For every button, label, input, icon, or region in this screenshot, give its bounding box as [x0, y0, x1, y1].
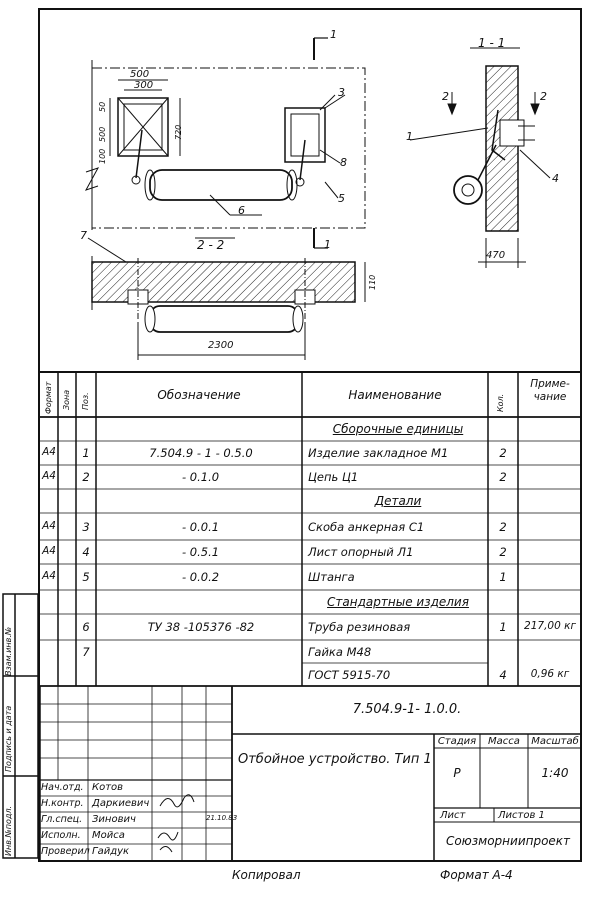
row-name: Цепь Ц1 — [308, 470, 359, 484]
row-format: А4 — [42, 519, 56, 532]
stage-value: Р — [453, 766, 461, 780]
row-note: 0,96 кг — [530, 667, 570, 680]
callout-2-right: 2 — [540, 90, 547, 103]
plan-view — [87, 237, 366, 360]
section-2-2-label: 2 - 2 — [197, 238, 225, 252]
staff-role: Проверил — [41, 846, 90, 857]
sheets-label: Листов 1 — [498, 810, 545, 821]
callout-1-top: 1 — [330, 28, 337, 41]
row-designation: - 0.0.2 — [182, 570, 220, 584]
document-code: 7.504.9-1- 1.0.0. — [352, 702, 462, 717]
row-designation: - 0.1.0 — [182, 470, 220, 484]
row-format: А4 — [42, 446, 56, 458]
row-designation: - 0.0.1 — [182, 519, 220, 534]
stage-label: Стадия — [437, 736, 477, 747]
section-header: Детали — [374, 494, 422, 508]
row-name: Скоба анкерная С1 — [308, 519, 425, 534]
row-note: 217,00 кг — [524, 620, 576, 632]
row-format: А4 — [42, 545, 56, 557]
callout-5: 5 — [338, 192, 345, 205]
staff-name: Гайдук — [92, 846, 130, 857]
row-name: Штанга — [308, 570, 355, 584]
callout-1-bottom: 1 — [324, 238, 331, 251]
elevation-view — [84, 37, 366, 249]
dim-470: 470 — [486, 250, 506, 261]
section-header: Стандартные изделия — [327, 595, 469, 609]
staff-name: Котов — [92, 782, 124, 793]
staff-role: Исполн. — [41, 830, 81, 841]
dim-2300: 2300 — [208, 340, 234, 351]
callout-7: 7 — [80, 229, 87, 242]
staff-name: Зинович — [92, 814, 136, 825]
row-quantity: 4 — [499, 667, 507, 682]
scale-value: 1:40 — [541, 766, 569, 780]
row-position: 1 — [82, 446, 90, 460]
callout-3: 3 — [338, 86, 345, 99]
section-header: Сборочные единицы — [332, 422, 464, 436]
header-name: Наименование — [348, 388, 442, 402]
technical-drawing — [40, 37, 582, 373]
staff-role: Гл.спец. — [41, 814, 83, 825]
drawing-frame — [38, 8, 582, 862]
row-name: Гайка М48 — [308, 644, 372, 659]
sheet-label: Лист — [440, 810, 466, 821]
header-note: Приме-чание — [530, 378, 570, 403]
row-format: А4 — [42, 470, 56, 482]
mass-label: Масса — [488, 736, 520, 747]
dim-300: 300 — [134, 80, 154, 91]
section-1-1-label: 1 - 1 — [478, 36, 506, 50]
callout-4-right: 4 — [552, 172, 559, 185]
row-position: 4 — [82, 545, 90, 559]
callout-8: 8 — [340, 156, 347, 169]
header-designation: Обозначение — [157, 388, 241, 402]
row-quantity: 1 — [499, 620, 507, 634]
row-name: Труба резиновая — [308, 620, 411, 634]
row-designation: ТУ 38 -105376 -82 — [147, 620, 255, 634]
sign-date: 21.10.83 — [206, 814, 238, 822]
row-name: Лист опорный Л1 — [308, 545, 414, 559]
row-quantity: 2 — [499, 470, 507, 484]
row-quantity: 2 — [499, 545, 507, 559]
staff-name: Мойса — [92, 830, 125, 841]
scale-label: Масштаб — [531, 736, 579, 747]
callout-1-right: 1 — [406, 130, 413, 143]
row-quantity: 2 — [499, 446, 507, 460]
dim-500-top: 500 — [130, 69, 150, 80]
row-position: 5 — [82, 570, 90, 584]
row-designation: - 0.5.1 — [182, 545, 220, 559]
row-position: 7 — [82, 644, 90, 659]
footer-copied: Копировал — [232, 868, 301, 882]
row-position: 3 — [82, 519, 90, 534]
row-name: ГОСТ 5915-70 — [308, 667, 391, 682]
footer-format: Формат А-4 — [440, 868, 513, 882]
section-1-1-view — [409, 47, 551, 268]
callout-6: 6 — [238, 204, 245, 217]
row-format: А4 — [42, 570, 56, 582]
callout-2-left: 2 — [442, 90, 449, 103]
row-position: 6 — [82, 620, 90, 634]
staff-role: Н.контр. — [41, 798, 84, 809]
row-quantity: 2 — [499, 519, 507, 534]
organization-name: Союзморниипроект — [445, 834, 571, 848]
staff-role: Нач.отд. — [41, 782, 84, 793]
row-name: Изделие закладное М1 — [308, 446, 449, 460]
row-designation: 7.504.9 - 1 - 0.5.0 — [149, 446, 253, 460]
document-title: Отбойное устройство. Тип 1 — [238, 752, 432, 767]
staff-name: Даркиевич — [92, 798, 150, 809]
row-quantity: 1 — [499, 570, 507, 584]
row-position: 2 — [82, 470, 90, 484]
